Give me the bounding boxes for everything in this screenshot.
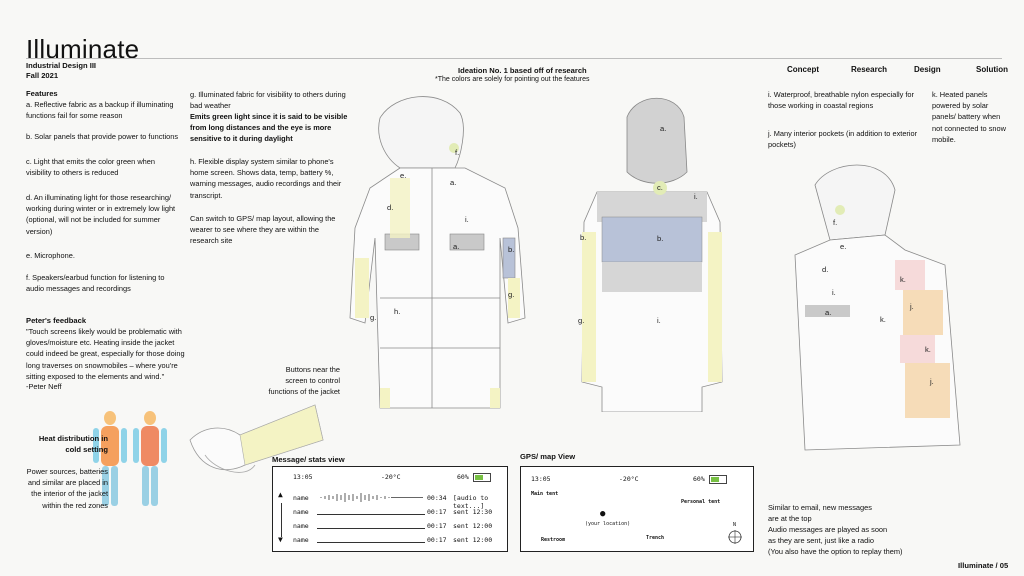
buttons-note: Buttons near the screen to control funct… — [268, 365, 341, 397]
title-divider — [26, 58, 1002, 59]
note-line-4: as they are sent, just like a radio — [768, 536, 874, 545]
label-d-interior: d. — [822, 265, 829, 274]
note-line-2: are at the top — [768, 514, 812, 523]
message-row[interactable]: name 00:17 sent 12:00 — [293, 522, 493, 530]
scroll-up-icon[interactable]: ▲ — [278, 490, 283, 499]
feature-b: b. Solar panels that provide power to fu… — [26, 132, 179, 141]
label-j2-interior: j. — [930, 377, 934, 386]
label-f-front: f. — [455, 148, 460, 157]
gps-screen: 13:05 -20°C 60% Main tent Personal tent … — [520, 466, 754, 552]
label-g2-front: g. — [370, 313, 377, 322]
jacket-back-sketch — [581, 97, 723, 412]
label-i-front: i. — [465, 215, 469, 224]
feature-a: a. Reflective fabric as a backup if illu… — [26, 100, 174, 121]
label-b-front: b. — [508, 245, 515, 254]
label-i2-back: i. — [657, 316, 661, 325]
label-h-front: h. — [394, 307, 401, 316]
message-row[interactable]: name 00:34 [audio to text...] — [293, 493, 489, 510]
label-a-back: a. — [660, 124, 667, 133]
note-line-3: Audio messages are played as soon — [768, 525, 888, 534]
map-place-personal-tent[interactable]: Personal tent — [681, 499, 721, 505]
map-place-main-tent[interactable]: Main tent — [531, 491, 559, 497]
label-f-interior: f. — [833, 218, 838, 227]
heat-heading: Heat distribution in cold setting — [38, 434, 108, 454]
feature-j: j. Many interior pockets (in addition to… — [768, 129, 918, 150]
label-k-interior: k. — [900, 275, 906, 284]
features-heading: Features — [26, 89, 58, 98]
feature-f: f. Speakers/earbud function for listenin… — [26, 273, 165, 294]
message-row[interactable]: name 00:17 sent 12:30 — [293, 508, 493, 516]
gps-battery-text: 60% — [693, 475, 705, 483]
audio-waveform-icon — [320, 493, 423, 502]
scroll-down-icon[interactable]: ▼ — [278, 535, 283, 544]
heat-map-figures — [93, 411, 167, 506]
msg-time: 13:05 — [293, 473, 313, 481]
feature-i: i. Waterproof, breathable nylon especial… — [768, 90, 914, 111]
label-e-interior: e. — [840, 242, 847, 251]
heat-note: Power sources, batteries and similar are… — [26, 467, 108, 510]
course-label: Industrial Design III — [26, 61, 97, 70]
compass-icon[interactable] — [727, 529, 743, 545]
label-d-front: d. — [387, 203, 394, 212]
feature-h: h. Flexible display system similar to ph… — [190, 157, 342, 200]
label-a-interior: a. — [825, 308, 832, 317]
page-title: Illuminate — [26, 34, 140, 64]
map-your-location: (your location) — [585, 521, 631, 527]
scroll-track[interactable] — [281, 503, 282, 537]
feedback-author: -Peter Neff — [26, 382, 62, 391]
map-place-trench[interactable]: Trench — [646, 535, 665, 541]
gps-view-title: GPS/ map View — [520, 452, 576, 461]
ideation-heading: Ideation No. 1 based off of research — [458, 66, 587, 75]
label-j-interior: j. — [910, 302, 914, 311]
feature-c: c. Light that emits the color green when… — [26, 157, 155, 178]
label-a-front: a. — [450, 178, 457, 187]
map-place-restroom[interactable]: Restroom — [541, 537, 566, 543]
location-pin-icon: ● — [600, 509, 606, 519]
term-label: Fall 2021 — [26, 71, 59, 80]
arm-sleeve-sketch — [189, 404, 324, 473]
label-g-back: g. — [578, 316, 585, 325]
label-b-back: b. — [580, 233, 587, 242]
nav-design[interactable]: Design — [914, 65, 941, 74]
nav-concept[interactable]: Concept — [787, 65, 819, 74]
gps-time: 13:05 — [531, 475, 551, 483]
label-i-back: i. — [694, 192, 698, 201]
label-i-interior: i. — [832, 288, 836, 297]
message-view-title: Message/ stats view — [272, 455, 345, 464]
label-b2-back: b. — [657, 234, 664, 243]
label-e-front: e. — [400, 171, 407, 180]
gps-battery-icon — [709, 475, 727, 484]
nav-research[interactable]: Research — [851, 65, 888, 74]
label-c-back: c. — [657, 183, 663, 192]
label-k2-interior: k. — [880, 315, 886, 324]
label-a2-front: a. — [453, 242, 460, 251]
note-line-1: Similar to email, new messages — [768, 503, 872, 512]
gps-temp: -20°C — [619, 475, 639, 483]
feature-h-gps: Can switch to GPS/ map layout, allowing … — [190, 214, 336, 246]
label-k3-interior: k. — [925, 345, 931, 354]
feedback-heading: Peter's feedback — [26, 316, 87, 325]
msg-temp: -20°C — [381, 473, 401, 481]
feature-g-detail: Emits green light since it is said to be… — [190, 112, 348, 144]
feature-e: e. Microphone. — [26, 251, 75, 260]
msg-battery-text: 60% — [457, 473, 469, 481]
jacket-interior-sketch — [794, 164, 961, 451]
msg-battery-icon — [473, 473, 491, 482]
note-line-5: (You also have the option to replay them… — [768, 547, 903, 556]
feedback-quote: "Touch screens likely would be problemat… — [26, 327, 185, 381]
feature-k: k. Heated panels powered by solar panels… — [932, 90, 1006, 144]
message-row[interactable]: name 00:17 sent 12:00 — [293, 536, 493, 544]
ideation-note: *The colors are solely for pointing out … — [435, 76, 590, 83]
feature-g: g. Illuminated fabric for visibility to … — [190, 90, 346, 111]
label-g-front: g. — [508, 290, 515, 299]
message-screen: 13:05 -20°C 60% ▲ ▼ name 00:34 [audio to… — [272, 466, 508, 552]
feature-d: d. An illuminating light for those resea… — [26, 193, 176, 236]
jacket-front-sketch — [349, 96, 526, 409]
nav-solution[interactable]: Solution — [976, 65, 1008, 74]
footer-page-label: Illuminate / 05 — [958, 561, 1009, 570]
compass-north: N — [733, 522, 737, 528]
